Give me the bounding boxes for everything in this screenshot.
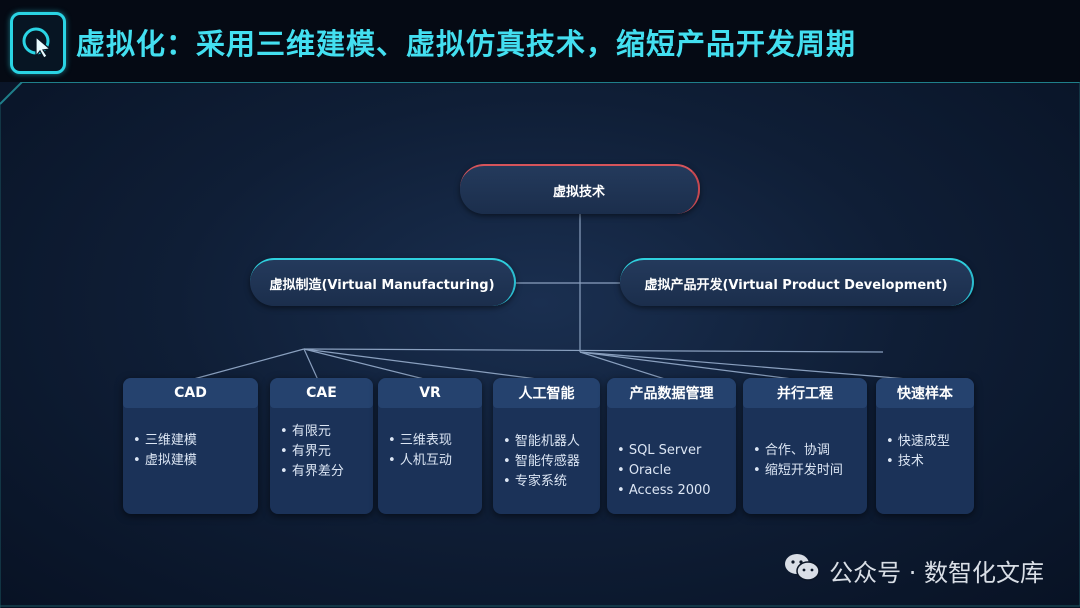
list-item: 缩短开发时间 <box>753 461 863 481</box>
cad-box: CAD 三维建模 虚拟建模 <box>123 378 258 514</box>
watermark-text: 公众号 · 数智化文库 <box>829 558 1044 587</box>
box-title: 产品数据管理 <box>607 378 736 408</box>
virtual-product-development-node: 虚拟产品开发(Virtual Product Development) <box>620 258 974 306</box>
header-band <box>0 0 1080 82</box>
list-item: 三维表现 <box>388 431 478 451</box>
list-item: 有界元 <box>280 442 369 462</box>
box-title: 人工智能 <box>493 378 600 408</box>
list-item: 三维建模 <box>133 431 254 451</box>
list-item: 智能传感器 <box>503 452 596 472</box>
box-title: CAD <box>123 378 258 408</box>
root-node: 虚拟技术 <box>460 164 700 214</box>
vr-box: VR 三维表现 人机互动 <box>378 378 482 514</box>
box-title: 快速样本 <box>876 378 974 408</box>
box-title: CAE <box>270 378 373 408</box>
box-item-list: 三维建模 虚拟建模 <box>133 431 254 471</box>
list-item: SQL Server <box>617 441 732 461</box>
list-item: 合作、协调 <box>753 441 863 461</box>
list-item: Access 2000 <box>617 481 732 501</box>
list-item: 技术 <box>886 452 970 472</box>
list-item: 有界差分 <box>280 462 369 482</box>
watermark: 公众号 · 数智化文库 <box>783 552 1044 588</box>
box-title: VR <box>378 378 482 408</box>
list-item: 快速成型 <box>886 432 970 452</box>
box-title: 并行工程 <box>743 378 867 408</box>
page-title: 虚拟化：采用三维建模、虚拟仿真技术，缩短产品开发周期 <box>76 27 857 61</box>
list-item: 专家系统 <box>503 472 596 492</box>
box-item-list: 智能机器人 智能传感器 专家系统 <box>503 432 596 492</box>
pdm-box: 产品数据管理 SQL Server Oracle Access 2000 <box>607 378 736 514</box>
concurrent-engineering-box: 并行工程 合作、协调 缩短开发时间 <box>743 378 867 514</box>
rapid-prototype-box: 快速样本 快速成型 技术 <box>876 378 974 514</box>
virtual-manufacturing-node: 虚拟制造(Virtual Manufacturing) <box>250 258 516 306</box>
list-item: 智能机器人 <box>503 432 596 452</box>
box-item-list: 三维表现 人机互动 <box>388 431 478 471</box>
list-item: 有限元 <box>280 422 369 442</box>
box-item-list: 有限元 有界元 有界差分 <box>280 422 369 482</box>
ai-box: 人工智能 智能机器人 智能传感器 专家系统 <box>493 378 600 514</box>
box-item-list: 合作、协调 缩短开发时间 <box>753 441 863 481</box>
list-item: 虚拟建模 <box>133 451 254 471</box>
wechat-icon <box>783 552 821 588</box>
panel-frame <box>0 82 1080 608</box>
cursor-logo-icon <box>10 12 66 74</box>
box-item-list: 快速成型 技术 <box>886 432 970 472</box>
list-item: Oracle <box>617 461 732 481</box>
cae-box: CAE 有限元 有界元 有界差分 <box>270 378 373 514</box>
list-item: 人机互动 <box>388 451 478 471</box>
box-item-list: SQL Server Oracle Access 2000 <box>617 441 732 501</box>
